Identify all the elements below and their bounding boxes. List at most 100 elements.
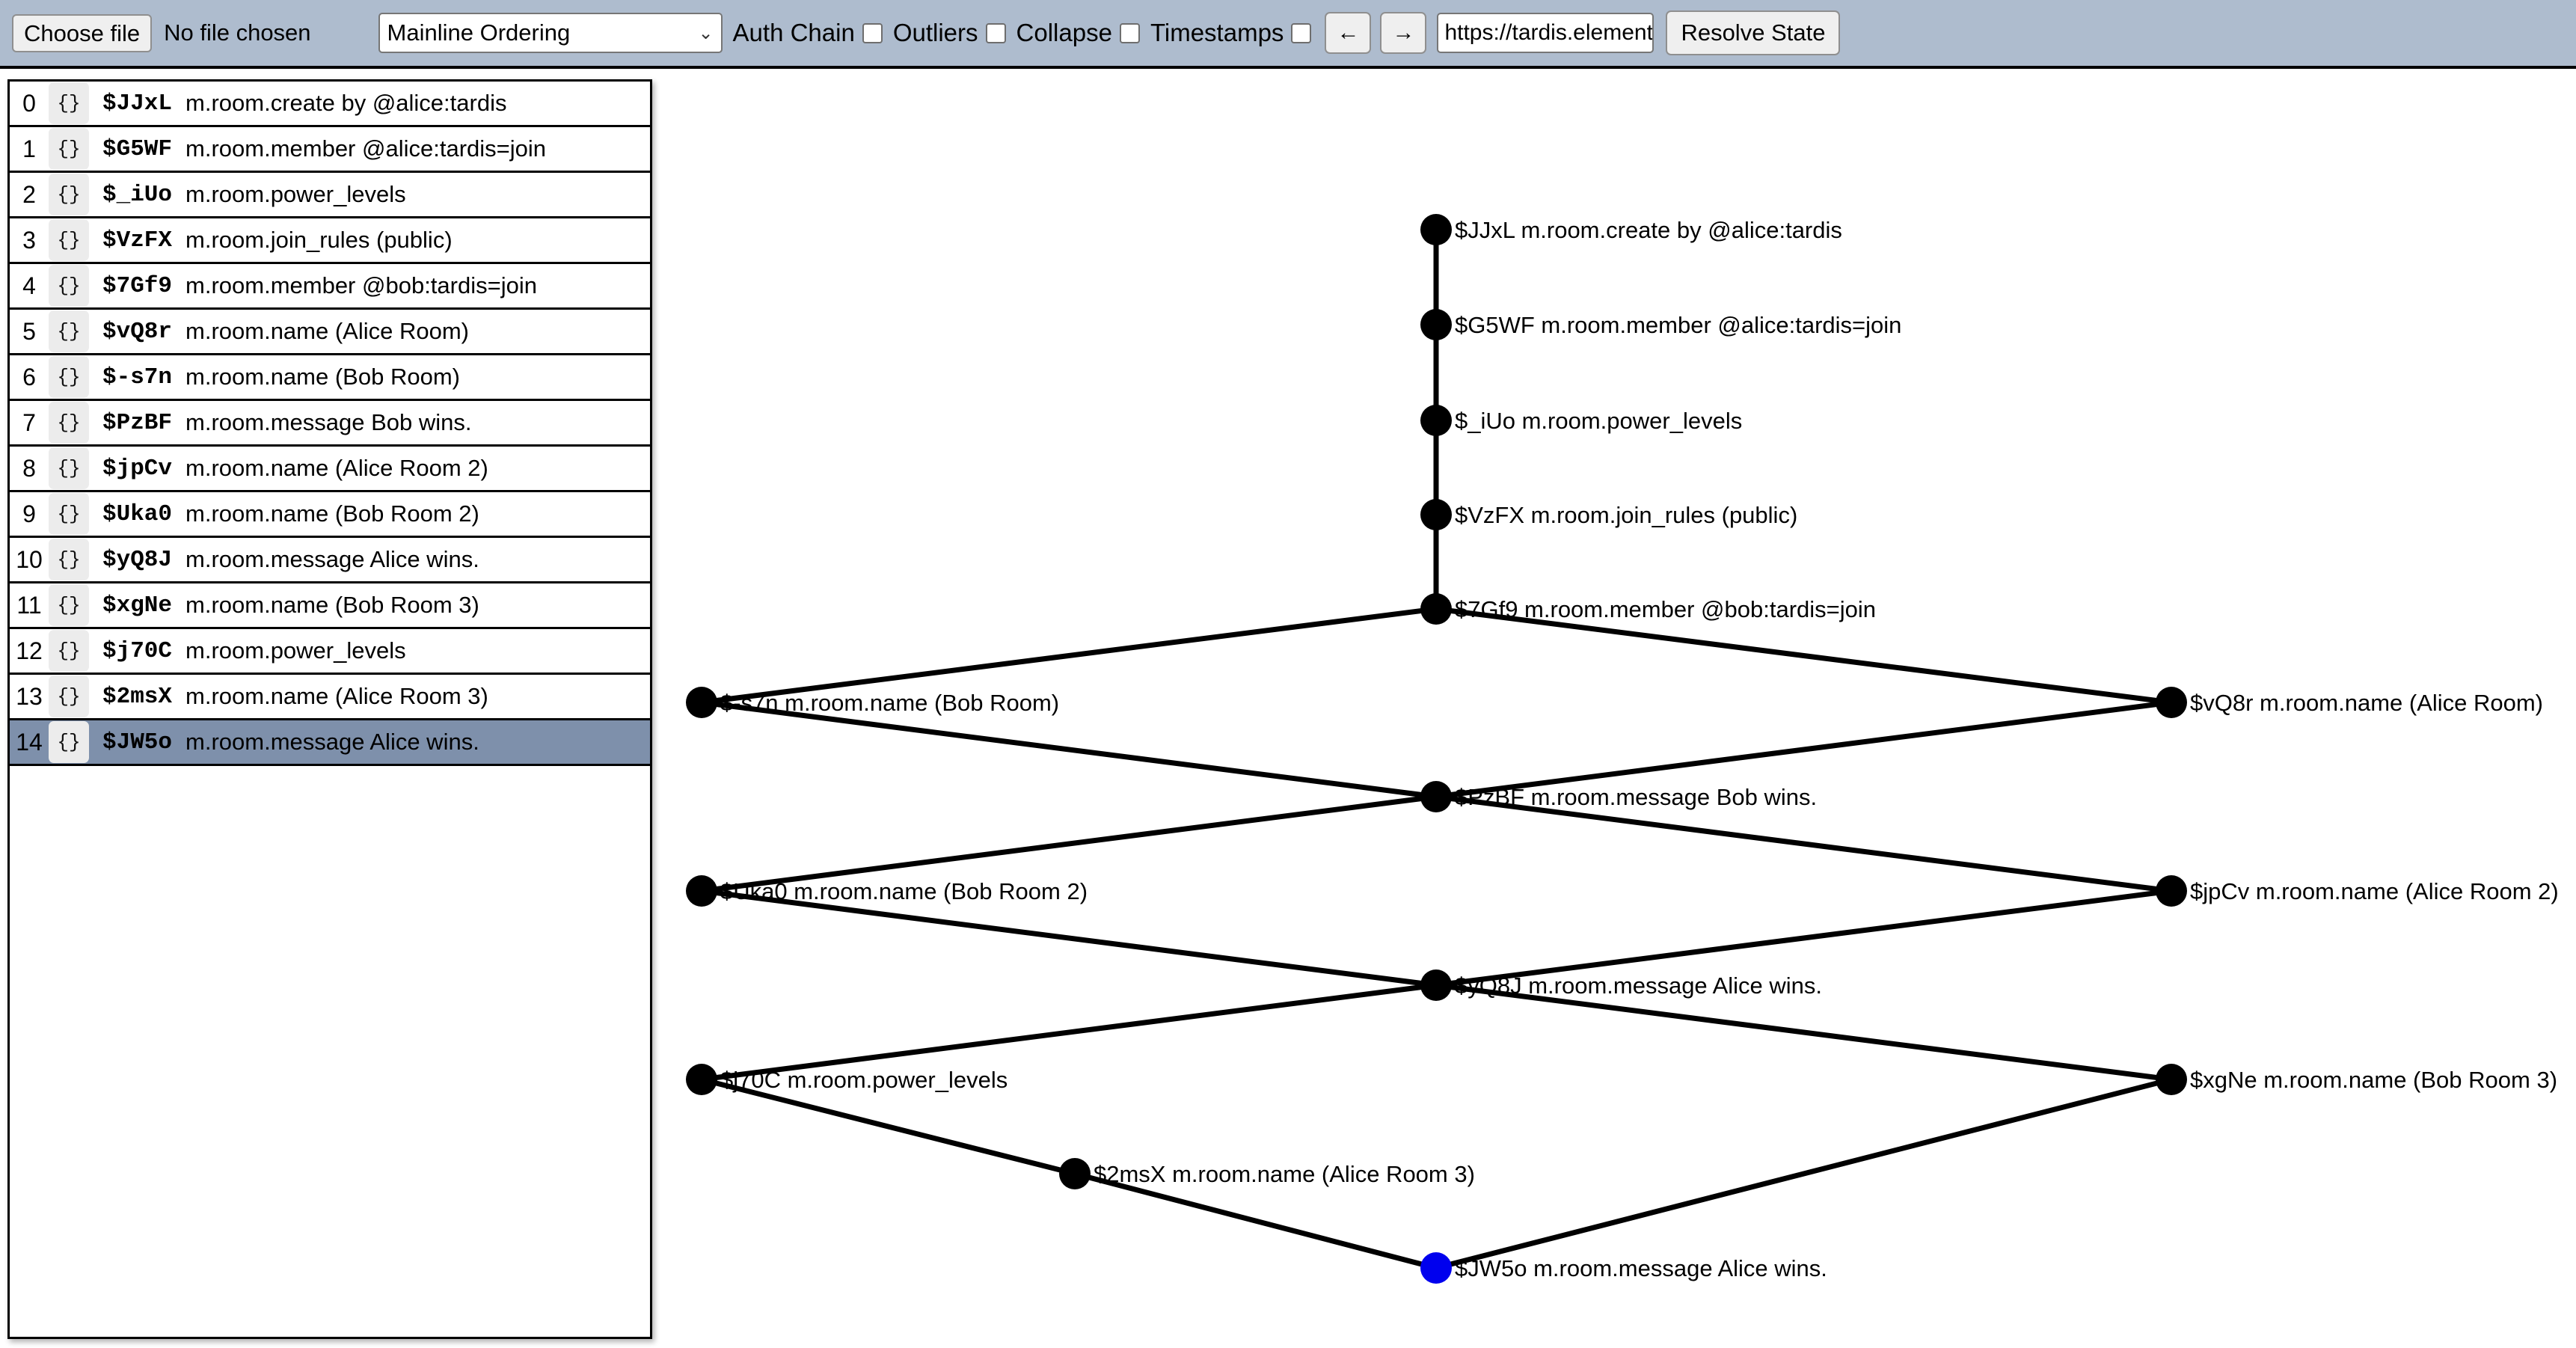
view-json-icon[interactable]: {} (49, 402, 89, 444)
dag-node[interactable]: $jpCv m.room.name (Alice Room 2) (2156, 875, 2559, 907)
auth-chain-group[interactable]: Auth Chain (733, 19, 883, 47)
dag-node-circle[interactable] (1420, 499, 1452, 530)
dag-edge (701, 794, 1437, 894)
event-description: m.room.name (Bob Room 2) (185, 500, 479, 527)
dag-node[interactable]: $_iUo m.room.power_levels (1420, 405, 1742, 436)
dag-node[interactable]: $-s7n m.room.name (Bob Room) (686, 687, 1059, 718)
homeserver-url-input[interactable]: https://tardis.element.dev (1437, 13, 1655, 53)
view-json-icon[interactable]: {} (49, 584, 89, 626)
dag-node[interactable]: $G5WF m.room.member @alice:tardis=join (1420, 309, 1901, 340)
dag-node[interactable]: $xgNe m.room.name (Bob Room 3) (2156, 1064, 2557, 1095)
collapse-group[interactable]: Collapse (1016, 19, 1140, 47)
timestamps-label: Timestamps (1150, 19, 1284, 46)
dag-node[interactable]: $JW5o m.room.message Alice wins. (1420, 1252, 1827, 1284)
dag-node-label: $7Gf9 m.room.member @bob:tardis=join (1455, 596, 1876, 622)
dag-node-circle[interactable] (1420, 969, 1452, 1001)
event-index: 1 (22, 135, 36, 162)
dag-svg: $JJxL m.room.create by @alice:tardis $G5W… (686, 214, 2559, 1284)
dag-node[interactable]: $7Gf9 m.room.member @bob:tardis=join (1420, 593, 1876, 625)
dag-node-circle[interactable] (1420, 214, 1452, 245)
collapse-checkbox[interactable] (1119, 22, 1140, 43)
dag-node-circle[interactable] (1420, 405, 1452, 436)
event-description: m.room.message Alice wins. (185, 546, 479, 572)
dag-node[interactable]: $JJxL m.room.create by @alice:tardis (1420, 214, 1842, 245)
dag-node[interactable]: $Uka0 m.room.name (Bob Room 2) (686, 875, 1088, 907)
dag-node[interactable]: $j70C m.room.power_levels (686, 1064, 1008, 1095)
view-json-icon[interactable]: {} (49, 356, 89, 398)
outliers-group[interactable]: Outliers (893, 19, 1006, 47)
resolve-state-button[interactable]: Resolve State (1666, 10, 1841, 55)
outliers-checkbox[interactable] (985, 22, 1006, 43)
event-id: $G5WF (102, 135, 173, 162)
dag-node-circle[interactable] (1420, 309, 1452, 340)
dag-edge (1435, 982, 2172, 1082)
view-json-icon[interactable]: {} (49, 265, 89, 307)
event-dag-graph[interactable]: $JJxL m.room.create by @alice:tardis $G5W… (658, 72, 2576, 1348)
dag-node-label: $VzFX m.room.join_rules (public) (1455, 502, 1797, 528)
dag-node[interactable]: $2msX m.room.name (Alice Room 3) (1059, 1158, 1475, 1189)
timestamps-group[interactable]: Timestamps (1150, 19, 1312, 47)
event-index: 3 (22, 226, 36, 254)
view-json-icon[interactable]: {} (49, 128, 89, 170)
view-json-icon[interactable]: {} (49, 630, 89, 672)
dag-node-circle[interactable] (2156, 687, 2187, 718)
event-id: $yQ8J (102, 546, 173, 573)
event-description: m.room.name (Alice Room 3) (185, 683, 488, 709)
dag-edge (1435, 794, 2172, 894)
view-json-icon[interactable]: {} (49, 675, 89, 717)
view-json-icon[interactable]: {} (49, 82, 89, 124)
choose-file-button[interactable]: Choose file (12, 13, 153, 52)
view-json-icon[interactable]: {} (49, 310, 89, 352)
dag-node[interactable]: $yQ8J m.room.message Alice wins. (1420, 969, 1822, 1001)
view-json-icon[interactable]: {} (49, 721, 89, 763)
event-index: 6 (22, 363, 36, 390)
back-arrow-button[interactable]: ← (1325, 12, 1372, 54)
event-description: m.room.create by @alice:tardis (185, 90, 507, 116)
forward-arrow-button[interactable]: → (1380, 12, 1427, 54)
auth-chain-checkbox[interactable] (862, 22, 883, 43)
dag-node-circle[interactable] (686, 687, 717, 718)
timestamps-checkbox[interactable] (1291, 22, 1312, 43)
dag-node-circle[interactable] (1420, 781, 1452, 812)
view-json-icon[interactable]: {} (49, 447, 89, 489)
event-description: m.room.name (Bob Room) (185, 364, 460, 390)
dag-node-circle[interactable] (2156, 1064, 2187, 1095)
view-json-icon[interactable]: {} (49, 539, 89, 580)
dag-node-circle[interactable] (1420, 1252, 1452, 1284)
dag-edge (1435, 699, 2172, 800)
dag-node-circle[interactable] (1059, 1158, 1091, 1189)
event-id: $_iUo (102, 181, 173, 208)
dag-node-circle[interactable] (2156, 875, 2187, 907)
dag-node-circle[interactable] (686, 875, 717, 907)
dag-node-label: $2msX m.room.name (Alice Room 3) (1094, 1161, 1475, 1187)
dag-node-circle[interactable] (1420, 593, 1452, 625)
no-file-chosen-label: No file chosen (164, 19, 311, 46)
ordering-select[interactable]: Mainline Ordering ⌄ (378, 13, 723, 53)
dag-node[interactable]: $PzBF m.room.message Bob wins. (1420, 781, 1817, 812)
dag-node-circle[interactable] (686, 1064, 717, 1095)
view-json-icon[interactable]: {} (49, 493, 89, 535)
event-index: 8 (22, 454, 36, 482)
view-json-icon[interactable]: {} (49, 219, 89, 261)
dag-node[interactable]: $VzFX m.room.join_rules (public) (1420, 499, 1797, 530)
view-json-icon[interactable]: {} (49, 174, 89, 215)
dag-node[interactable]: $vQ8r m.room.name (Alice Room) (2156, 687, 2543, 718)
event-id: $j70C (102, 637, 173, 664)
dag-edge (701, 982, 1437, 1082)
